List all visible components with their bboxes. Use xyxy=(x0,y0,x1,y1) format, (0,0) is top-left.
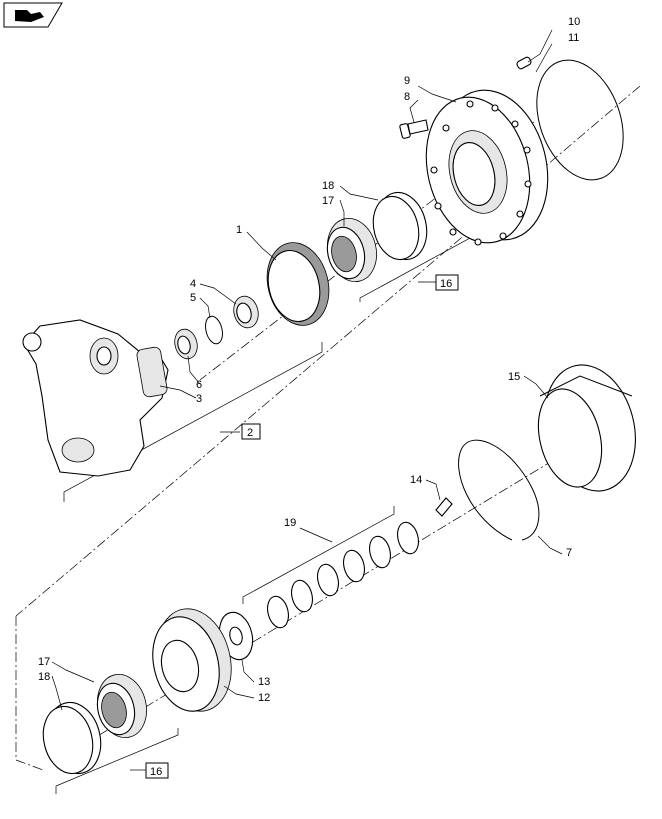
callout-15: 15 xyxy=(508,371,520,383)
callout-18-bottom: 18 xyxy=(38,671,50,683)
snap-ring-5 xyxy=(205,315,223,345)
needle-bearing-6 xyxy=(174,328,198,360)
callout-10: 10 xyxy=(568,16,580,28)
callout-box-16-bottom[interactable]: 16 xyxy=(145,762,169,779)
roller-bearing-top xyxy=(326,218,377,282)
nav-book-icon[interactable] xyxy=(3,2,63,28)
callout-9: 9 xyxy=(404,75,410,87)
callout-18-top: 18 xyxy=(322,180,334,192)
ring-gear xyxy=(537,364,636,492)
callout-box-16-top[interactable]: 16 xyxy=(435,274,459,291)
hub-housing xyxy=(425,89,549,246)
callout-11: 11 xyxy=(568,32,579,44)
callout-box-2[interactable]: 2 xyxy=(241,423,261,440)
callout-7: 7 xyxy=(566,547,572,559)
callout-12: 12 xyxy=(258,692,270,704)
callout-14: 14 xyxy=(410,474,422,486)
bearing-cup-top xyxy=(372,191,428,261)
needle-bearing-4 xyxy=(233,295,259,329)
book-arrow-icon xyxy=(15,10,44,22)
svg-text:16: 16 xyxy=(440,278,452,290)
svg-text:16: 16 xyxy=(150,766,162,778)
callout-labels: 10 11 9 8 18 17 1 4 5 6 3 15 7 14 19 13 … xyxy=(38,16,580,704)
bolt-14 xyxy=(435,497,453,517)
bearing-cup-bottom xyxy=(42,701,102,775)
callout-17-top: 17 xyxy=(322,195,334,207)
steering-knuckle xyxy=(22,319,169,477)
callout-6: 6 xyxy=(196,379,202,391)
seal-ring xyxy=(266,242,330,326)
dowel-pin xyxy=(516,56,532,70)
snap-ring-7 xyxy=(458,439,540,541)
callout-19: 19 xyxy=(284,517,296,529)
callout-13: 13 xyxy=(258,676,270,688)
thrust-washers xyxy=(267,521,419,629)
o-ring-large xyxy=(536,59,624,181)
callout-17-bottom: 17 xyxy=(38,656,50,668)
roller-bearing-bottom xyxy=(96,674,147,738)
callout-3: 3 xyxy=(196,393,202,405)
hub-flange xyxy=(152,608,232,712)
callout-8: 8 xyxy=(404,91,410,103)
leader-lines xyxy=(51,29,563,711)
wheel-stud xyxy=(399,119,429,139)
callout-4: 4 xyxy=(190,278,196,290)
callout-1: 1 xyxy=(236,224,242,236)
callout-5: 5 xyxy=(190,292,196,304)
svg-text:2: 2 xyxy=(247,427,253,439)
